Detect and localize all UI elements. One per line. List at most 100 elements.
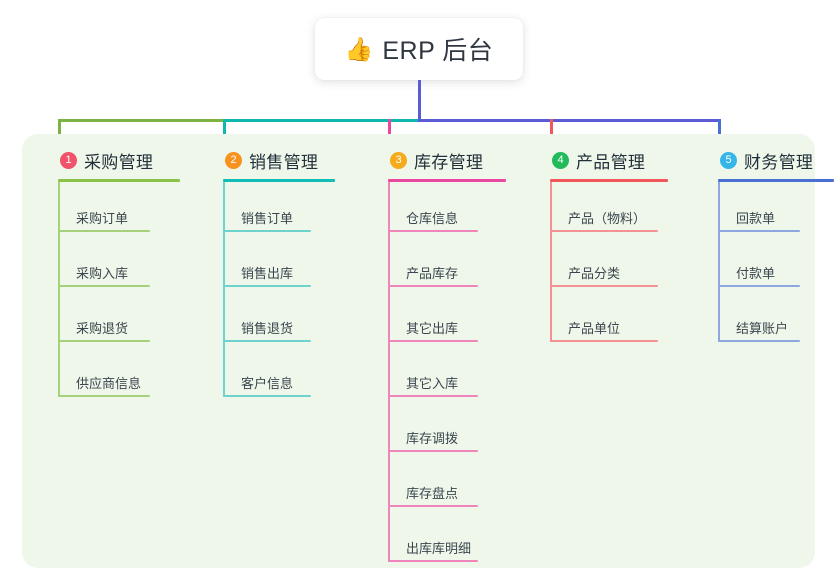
branch-leaf-rule: [223, 340, 311, 342]
branch-leaf-item[interactable]: 销售退货: [223, 302, 311, 342]
branch-leaf-label: 库存调拨: [406, 431, 459, 446]
branches-panel: [22, 134, 815, 568]
branch-leaf-item[interactable]: 库存盘点: [388, 467, 478, 507]
branch-leaf-rule: [58, 285, 150, 287]
branch-leaf-item[interactable]: 采购入库: [58, 247, 150, 287]
branch-leaf-item[interactable]: 采购退货: [58, 302, 150, 342]
branch-title: 产品管理: [576, 152, 646, 172]
branch-leaf-item[interactable]: 回款单: [718, 192, 800, 232]
branch-column-1: 1 采购管理采购订单采购入库采购退货供应商信息: [40, 146, 180, 397]
branch-leaf-rule: [550, 230, 658, 232]
branch-header-1[interactable]: 1 采购管理: [40, 146, 153, 174]
branch-leaf-rule: [388, 230, 478, 232]
branch-stem: [718, 182, 720, 342]
branch-leaf-label: 销售订单: [241, 211, 294, 226]
branch-header-rule: [58, 179, 180, 182]
trunk-line: [418, 80, 421, 122]
branch-leaf-item[interactable]: 销售出库: [223, 247, 311, 287]
branch-leaf-item[interactable]: 供应商信息: [58, 357, 150, 397]
branch-leaf-label: 库存盘点: [406, 486, 459, 501]
branch-leaf-rule: [223, 395, 311, 397]
branch-leaf-label: 付款单: [736, 266, 776, 281]
branch-leaf-item[interactable]: 产品分类: [550, 247, 658, 287]
branch-leaf-rule: [718, 340, 800, 342]
branch-leaf-label: 采购退货: [76, 321, 129, 336]
branch-leaf-item[interactable]: 其它出库: [388, 302, 478, 342]
branch-leaf-item[interactable]: 采购订单: [58, 192, 150, 232]
branch-title: 采购管理: [84, 152, 154, 172]
branch-leaf-label: 供应商信息: [76, 376, 142, 391]
branch-stem: [550, 182, 552, 342]
branch-leaf-rule: [58, 395, 150, 397]
branch-leaf-label: 产品库存: [406, 266, 459, 281]
branch-leaf-label: 回款单: [736, 211, 776, 226]
branch-title: 销售管理: [249, 152, 319, 172]
branch-leaf-item[interactable]: 产品单位: [550, 302, 658, 342]
branch-column-5: 5 财务管理回款单付款单结算账户: [700, 146, 834, 342]
bar-teal: [223, 119, 421, 122]
branch-leaf-item[interactable]: 产品（物料）: [550, 192, 658, 232]
branch-leaf-rule: [718, 285, 800, 287]
branch-column-4: 4 产品管理产品（物料） 产品分类产品单位: [532, 146, 668, 342]
branch-leaf-label: 结算账户: [736, 321, 789, 336]
branch-header-4[interactable]: 4 产品管理: [532, 146, 645, 174]
branch-index-badge: 4: [552, 151, 569, 169]
branch-leaf-label: 销售出库: [241, 266, 294, 281]
branch-leaf-rule: [388, 560, 478, 562]
branch-header-5[interactable]: 5 财务管理: [700, 146, 813, 174]
branch-leaf-label: 出库库明细: [406, 541, 472, 556]
branch-leaf-rule: [58, 230, 150, 232]
branch-leaf-rule: [223, 285, 311, 287]
branch-leaf-label: 销售退货: [241, 321, 294, 336]
branch-stem: [223, 182, 225, 397]
thumbs-up-icon: 👍: [344, 35, 374, 62]
branch-title: 财务管理: [744, 152, 814, 172]
bar-green: [58, 119, 226, 122]
branch-title: 库存管理: [414, 152, 484, 172]
branch-leaf-item[interactable]: 付款单: [718, 247, 800, 287]
branch-leaf-item[interactable]: 产品库存: [388, 247, 478, 287]
branch-header-3[interactable]: 3 库存管理: [370, 146, 483, 174]
branch-leaf-label: 其它入库: [406, 376, 459, 391]
branch-leaf-item[interactable]: 客户信息: [223, 357, 311, 397]
branch-index-badge: 3: [390, 151, 407, 169]
branch-leaf-label: 产品分类: [568, 266, 621, 281]
branch-leaf-rule: [388, 395, 478, 397]
branch-leaf-label: 客户信息: [241, 376, 294, 391]
branch-header-rule: [388, 179, 506, 182]
branch-index-badge: 5: [720, 151, 737, 169]
branch-leaf-rule: [388, 505, 478, 507]
branch-leaf-rule: [550, 340, 658, 342]
branch-leaf-item[interactable]: 库存调拨: [388, 412, 478, 452]
branch-leaf-label: 其它出库: [406, 321, 459, 336]
branch-leaf-rule: [58, 340, 150, 342]
root-node-erp-backend[interactable]: 👍 ERP 后台: [315, 18, 523, 80]
branch-leaf-item[interactable]: 结算账户: [718, 302, 800, 342]
branch-leaf-item[interactable]: 仓库信息: [388, 192, 478, 232]
branch-leaf-rule: [388, 285, 478, 287]
branch-header-rule: [223, 179, 335, 182]
branch-leaf-label: 采购订单: [76, 211, 129, 226]
branch-leaf-rule: [388, 450, 478, 452]
branch-header-rule: [718, 179, 834, 182]
branch-leaf-item[interactable]: 销售订单: [223, 192, 311, 232]
branch-leaf-label: 采购入库: [76, 266, 129, 281]
branch-leaf-label: 产品单位: [568, 321, 621, 336]
branch-column-2: 2 销售管理销售订单销售出库销售退货客户信息: [205, 146, 335, 397]
branch-column-3: 3 库存管理仓库信息产品库存其它出库其它入库库存调拨库存盘点出库库明细: [370, 146, 506, 562]
branch-stem: [58, 182, 60, 397]
branch-index-badge: 2: [225, 151, 242, 169]
branch-leaf-label: 产品（物料）: [568, 211, 647, 226]
branch-leaf-item[interactable]: 出库库明细: [388, 522, 478, 562]
branch-leaf-rule: [388, 340, 478, 342]
branch-header-rule: [550, 179, 668, 182]
branch-index-badge: 1: [60, 151, 77, 169]
branch-leaf-rule: [223, 230, 311, 232]
branch-leaf-rule: [718, 230, 800, 232]
branch-header-2[interactable]: 2 销售管理: [205, 146, 318, 174]
bar-purple: [418, 119, 721, 122]
branch-leaf-rule: [550, 285, 658, 287]
branch-leaf-item[interactable]: 其它入库: [388, 357, 478, 397]
root-node-title: ERP 后台: [382, 37, 494, 65]
